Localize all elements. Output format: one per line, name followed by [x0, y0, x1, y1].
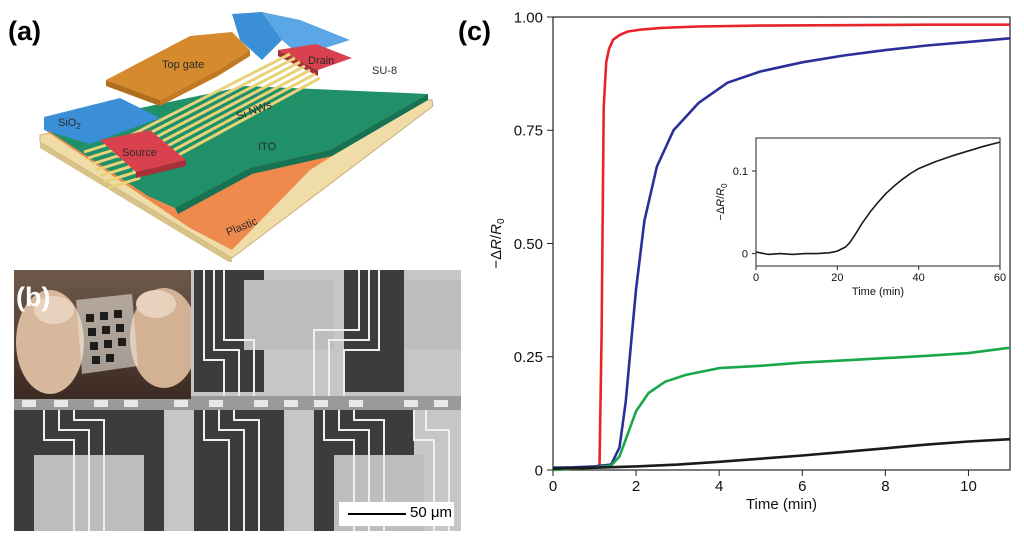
- y-axis-title: −ΔR/R0: [715, 183, 729, 221]
- label-ito: ITO: [258, 141, 277, 153]
- panel-label-b: (b): [16, 282, 51, 312]
- sio2-layer-back: [232, 12, 282, 60]
- device-grid: [86, 310, 126, 364]
- scale-bar-label: 50 μm: [410, 504, 452, 521]
- y-axis-title: −ΔR/R0: [488, 218, 507, 269]
- x-tick-label: 8: [881, 478, 889, 495]
- sio2-ridge: [262, 12, 350, 56]
- y-tick-label: 0.25: [514, 349, 543, 366]
- label-drain: Drain: [308, 55, 334, 67]
- y-tick-label: 0: [742, 248, 748, 260]
- source-front: [136, 160, 186, 178]
- top-gate: [106, 32, 250, 100]
- series-line-blue: [552, 37, 1011, 469]
- top-gate-front: [106, 80, 160, 106]
- panel-label-a: (a): [8, 16, 41, 46]
- y-tick-label: 0.50: [514, 236, 543, 253]
- x-tick-label: 0: [549, 478, 557, 495]
- y-tick-label: 0: [535, 462, 543, 479]
- panel-label-c: (c): [458, 16, 491, 46]
- y-tick-label: 0.75: [514, 123, 543, 140]
- x-tick-label: 40: [913, 272, 925, 284]
- label-sio2: SiO2: [58, 117, 81, 131]
- sem-micrograph: [14, 270, 461, 531]
- label-top-gate: Top gate: [162, 59, 204, 71]
- plastic-substrate-edge: [40, 142, 232, 262]
- x-axis-title: Time (min): [852, 286, 904, 298]
- y-tick-label: 1.00: [514, 9, 543, 26]
- x-tick-label: 60: [994, 272, 1006, 284]
- label-su8: SU-8: [372, 65, 397, 77]
- x-axis-title: Time (min): [746, 496, 817, 513]
- device-schematic: Top gate Drain SU-8 SiO2 Si NWs Source I…: [39, 12, 434, 262]
- top-gate-side: [160, 50, 250, 106]
- x-tick-label: 20: [831, 272, 843, 284]
- sio2-layer: [44, 98, 160, 144]
- scale-bar: [348, 513, 406, 515]
- x-tick-label: 4: [715, 478, 723, 495]
- label-source: Source: [122, 147, 157, 159]
- series-line-black: [755, 141, 1001, 256]
- y-tick-label: 0.1: [733, 166, 748, 178]
- x-tick-label: 6: [798, 478, 806, 495]
- series-line-black: [552, 437, 1011, 470]
- source-contact: [100, 130, 186, 172]
- x-tick-label: 10: [960, 478, 977, 495]
- x-tick-label: 0: [753, 272, 759, 284]
- x-tick-label: 2: [632, 478, 640, 495]
- device-photo-inset: [14, 270, 191, 399]
- drain-contact: [278, 44, 352, 70]
- series-line-green: [552, 346, 1011, 472]
